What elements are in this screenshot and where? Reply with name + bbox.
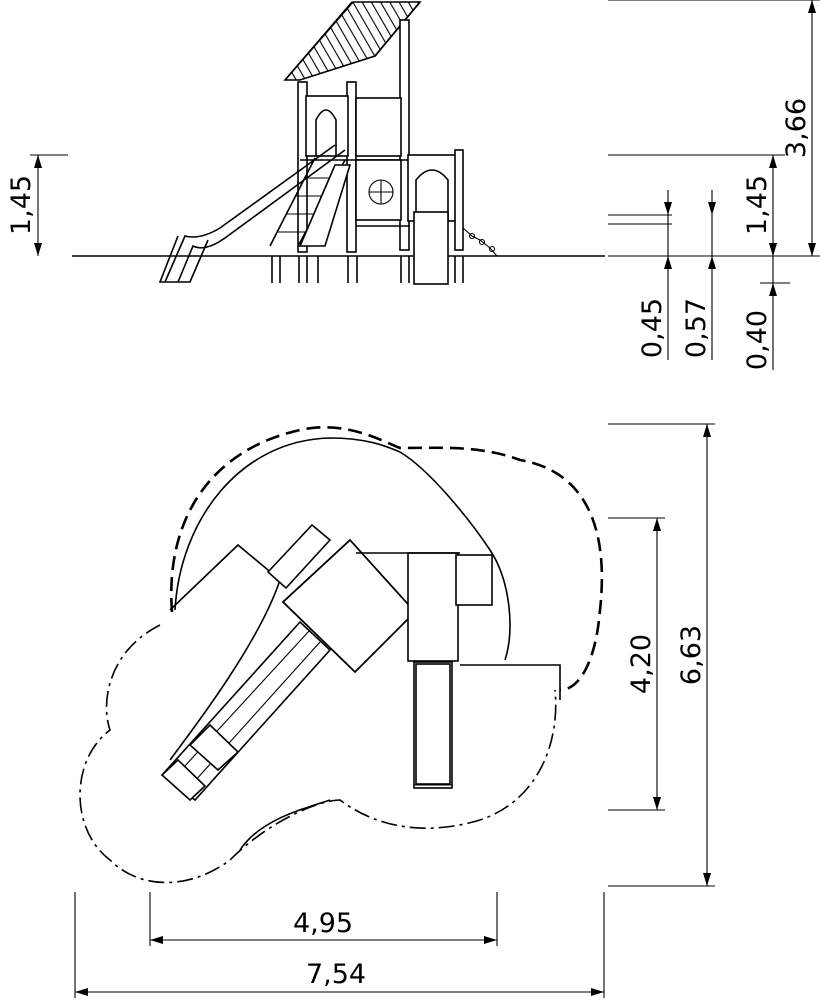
plan-front-ladder — [413, 661, 453, 789]
safety-zone-outer — [170, 425, 604, 692]
chain-steps — [462, 227, 498, 257]
dim-depth-b-label: 0,57 — [681, 298, 712, 358]
dim-total-height-label: 3,66 — [781, 98, 812, 158]
plan-view: 4,20 6,63 4,95 7,54 — [74, 423, 715, 998]
dim-plan-total-depth-label: 6,63 — [676, 625, 707, 685]
climbing-ramp — [298, 164, 352, 247]
dim-depth-c-label: 0,40 — [742, 310, 773, 370]
right-deck — [407, 149, 464, 251]
dim-depth-a-label: 0,45 — [637, 298, 668, 358]
slide — [158, 144, 346, 283]
dim-plan-total-width-label: 7,54 — [306, 959, 366, 990]
dim-left-height: 1,45 — [6, 154, 68, 256]
safety-zone-inner — [174, 437, 511, 661]
foundation-posts — [271, 256, 464, 283]
dim-platform-height-label: 1,45 — [742, 175, 773, 235]
dim-plan-total-width: 7,54 — [74, 892, 605, 998]
dim-plan-inner-depth-label: 4,20 — [626, 634, 657, 694]
dim-plan-inner-width: 4,95 — [149, 892, 498, 946]
dim-plan-inner-depth: 4,20 — [608, 517, 665, 811]
dim-plan-total-depth: 6,63 — [608, 423, 715, 887]
plan-deck — [356, 552, 493, 662]
dim-right-group: 3,66 1,45 0,45 0,57 0,40 — [608, 0, 820, 370]
elevation-view: 1,45 3,66 1,45 0,45 — [6, 0, 820, 370]
safety-zone-lower — [79, 624, 557, 884]
dim-plan-inner-width-label: 4,95 — [293, 908, 353, 939]
plan-ladder — [266, 523, 332, 590]
dim-left-height-label: 1,45 — [6, 175, 37, 235]
roof — [283, 1, 422, 81]
main-tower — [297, 19, 410, 253]
plan-slide — [160, 620, 332, 802]
front-ladder — [413, 211, 449, 285]
